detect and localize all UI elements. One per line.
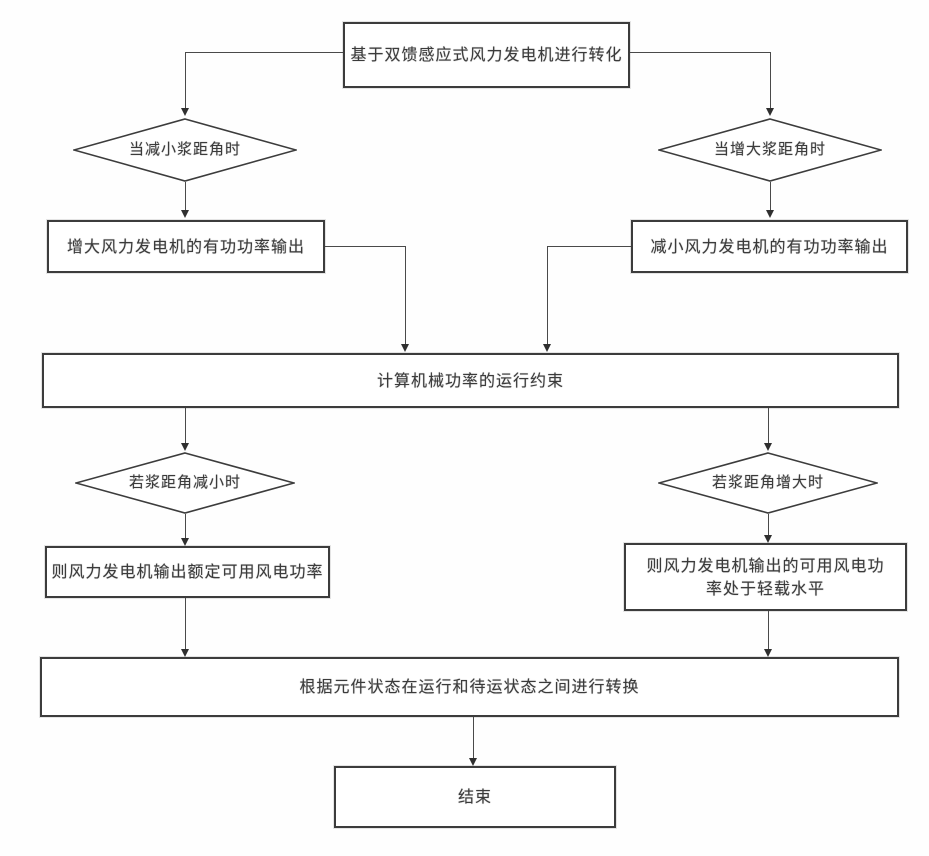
arrowhead-down-icon	[181, 649, 189, 657]
flow-line	[185, 52, 343, 53]
flow-line	[768, 611, 769, 653]
arrowhead-down-icon	[764, 443, 772, 451]
diamond-shape-icon	[75, 452, 295, 514]
node-decision-pitch-increased: 若浆距角增大时	[658, 452, 878, 514]
arrowhead-down-icon	[181, 443, 189, 451]
arrowhead-down-icon	[543, 344, 551, 352]
node-output-light-load-wind-power: 则风力发电机输出的可用风电功率处于轻载水平	[624, 543, 907, 611]
arrowhead-down-icon	[766, 210, 774, 218]
flow-line	[185, 182, 186, 216]
node-label: 则风力发电机输出额定可用风电功率	[51, 562, 324, 582]
flow-line	[185, 408, 186, 448]
arrowhead-down-icon	[181, 108, 189, 116]
arrowhead-down-icon	[764, 535, 772, 543]
diamond-shape-icon	[73, 118, 297, 182]
node-compute-mechanical-power-constraint: 计算机械功率的运行约束	[42, 353, 899, 408]
flow-line	[405, 246, 406, 348]
node-label: 结束	[457, 787, 492, 807]
node-decision-decrease-pitch: 当减小浆距角时	[73, 118, 297, 182]
diamond-shape-icon	[658, 118, 882, 182]
arrowhead-down-icon	[181, 210, 189, 218]
arrowhead-down-icon	[764, 649, 772, 657]
node-label: 则风力发电机输出的可用风电功率处于轻载水平	[646, 555, 885, 598]
node-label: 当增大浆距角时	[713, 140, 826, 159]
node-label: 若浆距角减小时	[128, 473, 241, 492]
node-start-process: 基于双馈感应式风力发电机进行转化	[343, 22, 630, 88]
flow-line	[547, 246, 631, 247]
arrowhead-down-icon	[401, 344, 409, 352]
node-decision-increase-pitch: 当增大浆距角时	[658, 118, 882, 182]
node-decrease-active-power: 减小风力发电机的有功功率输出	[631, 220, 908, 273]
flow-line	[325, 246, 405, 247]
arrowhead-down-icon	[181, 538, 189, 546]
flow-line	[770, 182, 771, 216]
node-state-transition: 根据元件状态在运行和待运状态之间进行转换	[40, 657, 899, 717]
arrowhead-down-icon	[469, 758, 477, 766]
node-decision-pitch-decreased: 若浆距角减小时	[75, 452, 295, 514]
flow-line	[770, 52, 771, 112]
node-label: 若浆距角增大时	[711, 473, 824, 492]
flow-line	[185, 52, 186, 112]
flow-line	[768, 408, 769, 448]
flow-line	[547, 246, 548, 348]
arrowhead-down-icon	[766, 108, 774, 116]
flow-line	[473, 717, 474, 762]
diamond-shape-icon	[658, 452, 878, 514]
node-label: 增大风力发电机的有功功率输出	[66, 236, 305, 256]
node-increase-active-power: 增大风力发电机的有功功率输出	[47, 220, 325, 273]
node-output-rated-available-wind-power: 则风力发电机输出额定可用风电功率	[45, 546, 330, 598]
flow-line	[185, 514, 186, 542]
node-label: 基于双馈感应式风力发电机进行转化	[350, 45, 623, 65]
node-label: 当减小浆距角时	[128, 140, 241, 159]
flow-line	[630, 52, 770, 53]
node-label: 减小风力发电机的有功功率输出	[650, 236, 889, 256]
node-end: 结束	[334, 766, 616, 828]
node-label: 计算机械功率的运行约束	[376, 370, 564, 390]
flow-line	[185, 598, 186, 653]
flow-line	[768, 514, 769, 540]
node-label: 根据元件状态在运行和待运状态之间进行转换	[299, 677, 640, 697]
